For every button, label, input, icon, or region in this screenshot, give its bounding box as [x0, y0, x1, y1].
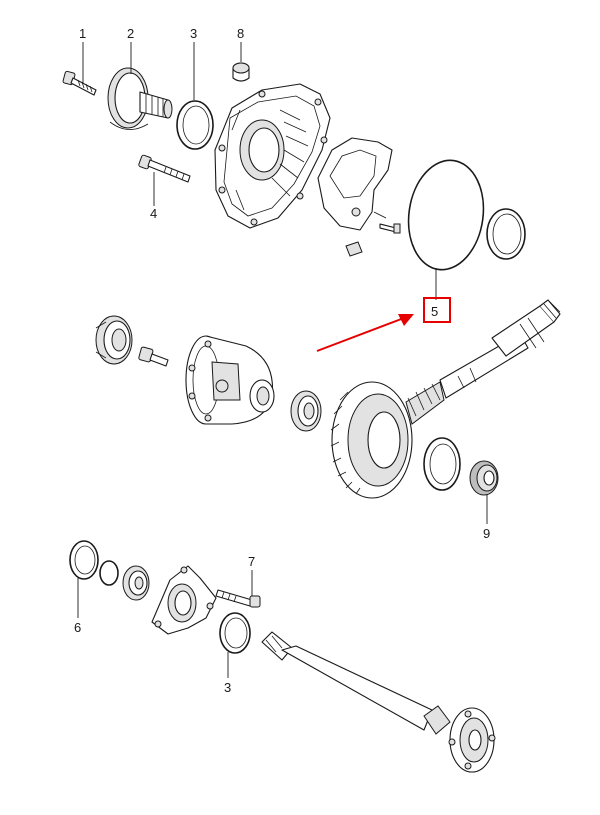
callout-6: 6	[74, 620, 81, 635]
side-cover-bottom[interactable]	[151, 565, 217, 635]
transmission-housing-cover[interactable]	[214, 83, 331, 229]
callout-7: 7	[248, 554, 255, 569]
callout-3-bottom: 3	[224, 680, 231, 695]
bearing-left[interactable]	[95, 315, 133, 365]
shim-ring-top-right[interactable]	[486, 208, 526, 260]
seal-ring-part-3-bottom[interactable]	[219, 612, 251, 654]
callout-8: 8	[237, 26, 244, 41]
seal-ring-part-3[interactable]	[176, 100, 214, 150]
shim-ring-center[interactable]	[423, 437, 461, 491]
plug-part-8[interactable]	[232, 62, 250, 82]
callout-5: 5	[431, 304, 438, 319]
small-nut[interactable]	[345, 241, 363, 257]
leader-lines	[77, 42, 488, 678]
bolt-part-1[interactable]	[62, 70, 97, 96]
callout-1: 1	[79, 26, 86, 41]
callout-4: 4	[150, 206, 157, 221]
bolt-part-7[interactable]	[215, 589, 261, 608]
bolt-part-4[interactable]	[138, 154, 191, 183]
deflector-plate[interactable]	[317, 137, 393, 231]
callout-9: 9	[483, 526, 490, 541]
bearing-center[interactable]	[290, 390, 322, 432]
highlight-arrow	[316, 314, 414, 352]
snap-ring-part-6[interactable]	[69, 540, 99, 580]
small-bolt[interactable]	[379, 223, 401, 234]
drive-shaft[interactable]	[261, 631, 496, 773]
callout-3-top: 3	[190, 26, 197, 41]
o-ring-part-5[interactable]	[402, 155, 491, 274]
highlight-box-callout-5	[423, 297, 451, 323]
pinion-shaft[interactable]	[405, 299, 561, 425]
crown-gear[interactable]	[330, 381, 413, 499]
flange-part-2[interactable]	[107, 67, 173, 130]
bearing-bottom[interactable]	[122, 565, 150, 601]
seal-part-9[interactable]	[469, 460, 499, 496]
small-ring-bottom[interactable]	[99, 560, 119, 586]
differential-cage[interactable]	[185, 335, 275, 425]
callout-2: 2	[127, 26, 134, 41]
bolt-differential[interactable]	[138, 346, 169, 367]
